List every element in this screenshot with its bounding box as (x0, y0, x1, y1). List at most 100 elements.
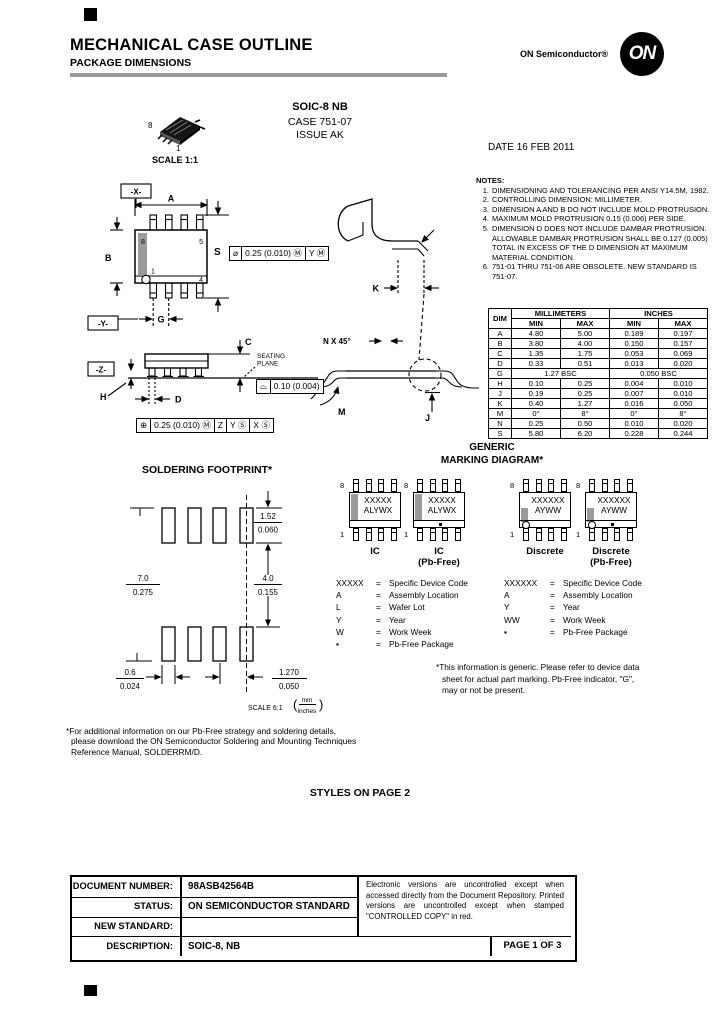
solder-pads (161, 507, 254, 662)
fcf-cell: 0.25 (0.010) Ⓜ (242, 247, 306, 260)
dimension-table: DIM MILLIMETERS INCHES MIN MAX MIN MAX A… (488, 308, 708, 439)
notes-block: NOTES: 1.DIMENSIONING AND TOLERANCING PE… (476, 176, 710, 282)
top-view (87, 183, 229, 331)
dim-row-gap-mm: 4.0 (262, 574, 274, 583)
legend-row: XXXXX=Specific Device Code (336, 578, 468, 588)
mechanical-drawing: -X- A 8 5 1 4 B -Y- G -Z- C SEATING PLAN… (87, 183, 479, 423)
legend-row: Y=Year (336, 614, 406, 625)
date-code-line: ALYWX (363, 505, 393, 515)
chip-type-label: Discrete(Pb-Free) (590, 546, 632, 568)
date-code-line: ALYWX (427, 505, 457, 515)
fcf-flatness: ⌓0.10 (0.004) (256, 379, 324, 394)
chip-pin (429, 479, 436, 492)
dim-label-g: G (157, 315, 164, 325)
fcf-cell: Y Ⓜ (308, 248, 326, 258)
marking-generic-note: *This information is generic. Please ref… (436, 662, 640, 695)
chip-pin (626, 479, 633, 492)
legend-row: Y=Year (504, 602, 580, 613)
note-item: 3.DIMENSION A AND B DO NOT INCLUDE MOLD … (482, 204, 710, 214)
unit-mm-label: mm (302, 697, 313, 704)
chip-pin (390, 479, 397, 492)
print-mark-bottom (84, 985, 97, 996)
col-inches: INCHES (609, 308, 708, 319)
dim-pitch-in: 0.050 (279, 682, 300, 691)
doc-number-label: DOCUMENT NUMBER: (72, 881, 173, 891)
chip-pin (417, 479, 423, 492)
pkg-pin1-label: 1 (176, 144, 181, 153)
dim-overall-in: 0.275 (133, 588, 154, 597)
chip-pin (454, 479, 461, 492)
fcf-cell: ⊕ (137, 419, 152, 432)
chip-pin (378, 479, 384, 492)
chip-pin (535, 479, 542, 492)
package-name: SOIC-8 NB (292, 101, 348, 113)
page-indicator: PAGE 1 OF 3 (503, 939, 562, 951)
page-title: MECHANICAL CASE OUTLINE (70, 36, 313, 54)
side-view (87, 340, 318, 404)
legend-row: L=Wafer Lot (336, 602, 425, 613)
fcf-cell: ⌓ (257, 380, 271, 393)
description-value: SOIC-8, NB (188, 940, 241, 952)
dim-pad-width-in: 0.024 (120, 682, 141, 691)
fcf-cell: X Ⓢ (253, 420, 270, 430)
chip-type-label: Discrete (526, 546, 564, 557)
uncontrolled-copy-disclaimer: Electronic versions are uncontrolled exc… (366, 880, 564, 921)
chip-pin (378, 528, 384, 541)
fcf-cell: Z (215, 419, 228, 432)
chip-pin (353, 479, 359, 492)
chip-pin (417, 528, 423, 541)
new-standard-label: NEW STANDARD: (94, 921, 173, 931)
chip-pin (589, 528, 595, 541)
chip-pin (353, 528, 359, 541)
chip-pin (548, 528, 554, 541)
document-control-table: DOCUMENT NUMBER: STATUS: NEW STANDARD: D… (70, 875, 577, 962)
chip-pin (442, 528, 448, 541)
date-label: DATE 16 FEB 2011 (488, 142, 575, 153)
status-label: STATUS: (134, 901, 173, 911)
chip-gray-bar (415, 494, 422, 520)
datum-z-label: -Z- (96, 366, 107, 375)
chip-gray-bar (587, 508, 594, 522)
chip-pin (601, 479, 608, 492)
dim-label-m: M (338, 407, 346, 417)
profile-view (299, 337, 479, 412)
note-item: 4.MAXIMUM MOLD PROTRUSION 0.15 (0.006) P… (482, 214, 686, 224)
seating-plane-label-2: PLANE (257, 361, 279, 368)
pin1-indicator (588, 521, 596, 529)
print-mark-top (84, 8, 97, 21)
soldering-footprint-title: SOLDERING FOOTPRINT* (142, 464, 273, 476)
svg-text:): ) (319, 697, 323, 712)
dim-overall-mm: 7.0 (137, 574, 149, 583)
dim-label-d: D (175, 395, 182, 405)
pbfree-dot (611, 523, 614, 526)
pkg-pin8-label: 8 (148, 121, 153, 130)
chip-pin (601, 528, 608, 541)
chip-type-label: IC (370, 546, 380, 557)
pin5-label: 5 (199, 239, 203, 246)
dim-pad-width-mm: 0.6 (124, 668, 136, 677)
on-logo-icon: ON (620, 32, 664, 76)
fcf-cell: 0.25 (0.010) Ⓜ (151, 419, 215, 432)
dim-pad-height-mm: 1.52 (260, 512, 276, 521)
legend-row: A=Assembly Location (336, 590, 459, 601)
dim-label-h: H (100, 392, 107, 402)
pin8-label: 8 (141, 239, 145, 246)
fcf-cell: ⌀ (230, 247, 243, 260)
chip-gray-bar (351, 494, 358, 520)
chip-pin (626, 528, 633, 541)
notes-list: 1.DIMENSIONING AND TOLERANCING PER ANSI … (476, 186, 710, 282)
dim-label-c: C (245, 337, 252, 347)
